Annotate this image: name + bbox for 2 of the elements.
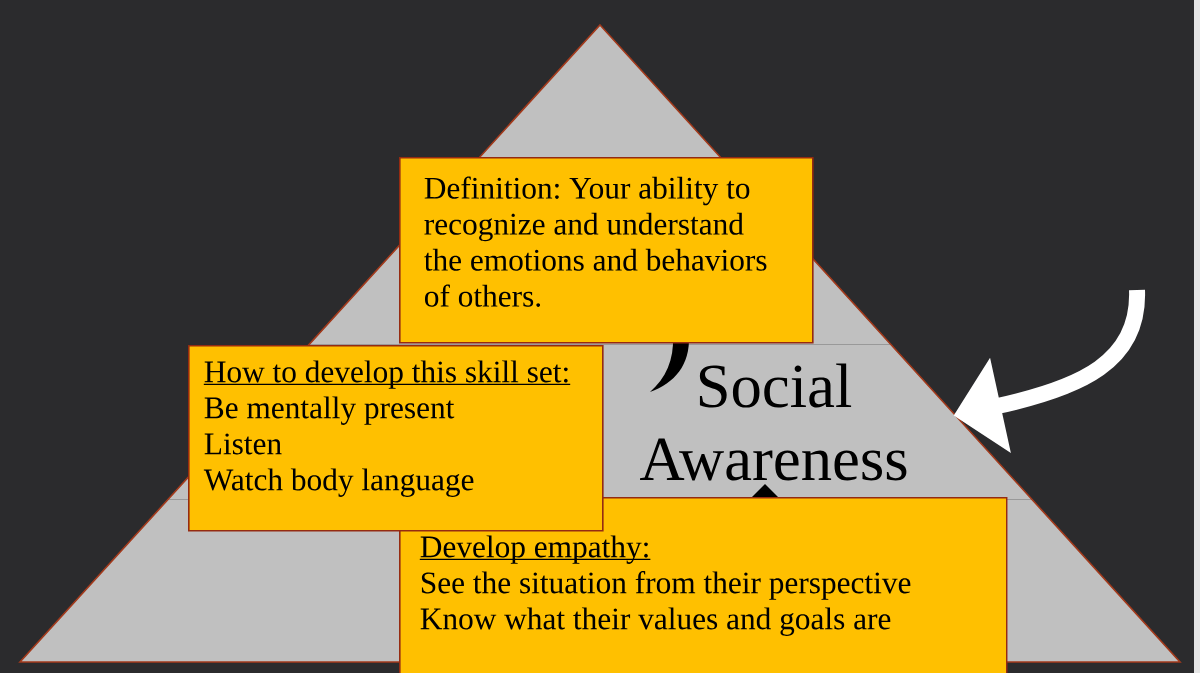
note-box: Develop empathy: See the situation from their perspective Know what their values and goals are [399, 497, 1008, 673]
note-box: How to develop this skill set: Be mentally present Listen Watch body language [188, 345, 604, 532]
